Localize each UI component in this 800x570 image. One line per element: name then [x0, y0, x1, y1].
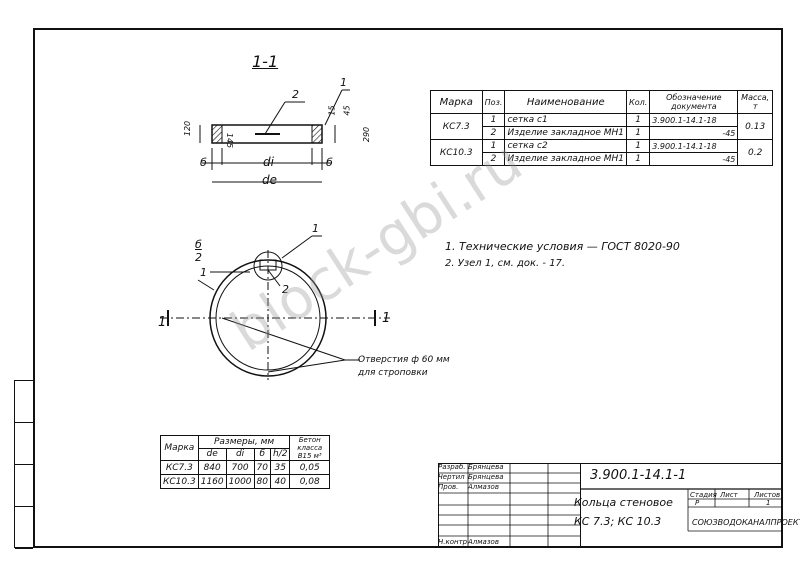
- title-block-grid: [438, 463, 783, 548]
- spec-table: Марка Поз. Наименование Кол. Обозначение…: [430, 90, 773, 166]
- size-table: Марка Размеры, мм Бетон класса В15 м³ de…: [160, 435, 330, 489]
- spec-doc: -45: [649, 126, 739, 140]
- spec-pos: 1: [481, 113, 506, 127]
- plan-fraction-num: б: [195, 238, 202, 251]
- sheet-label: Лист: [720, 491, 738, 499]
- spec-mass-2: 0.2: [737, 139, 773, 166]
- spec-qty: 1: [626, 126, 651, 140]
- size-sub-b: б: [253, 447, 271, 461]
- spec-pos: 2: [481, 126, 506, 140]
- dim-right-b: 45: [342, 105, 352, 116]
- tb-name: Алмазов: [468, 483, 499, 491]
- size-sub-de: de: [197, 447, 227, 461]
- stage-label: Стадия: [690, 491, 717, 499]
- dim-wall-right: б: [326, 156, 333, 169]
- spec-name: Изделие закладное МН1: [504, 152, 628, 166]
- size-cell-di: 700: [225, 460, 255, 475]
- title-line-2: КС 7.3; КС 10.3: [574, 515, 662, 528]
- note-2: 2. Узел 1, см. док. - 17.: [445, 258, 566, 269]
- spec-doc: 3.900.1-14.1-18: [649, 139, 739, 153]
- size-cell-concrete: 0,05: [289, 460, 330, 475]
- title-line-1: Кольца стеновое: [574, 496, 673, 509]
- plan-fraction-den: 2: [195, 251, 202, 264]
- plan-callout-top: 1: [312, 222, 319, 235]
- spec-header-pos: Поз.: [481, 90, 506, 114]
- size-header-sizes: Размеры, мм: [197, 435, 291, 449]
- tb-name: Брянцева: [468, 473, 504, 481]
- tb-role: Пров.: [438, 483, 459, 491]
- size-cell-h: 40: [269, 474, 291, 489]
- size-header-mark: Марка: [160, 435, 199, 461]
- spec-qty: 1: [626, 113, 651, 127]
- spec-header-qty: Кол.: [626, 90, 651, 114]
- plan-callout-left: 1: [200, 266, 207, 279]
- spec-mark-2: КС10.3: [430, 139, 483, 166]
- size-cell-de: 840: [197, 460, 227, 475]
- spec-name: сетка с1: [504, 113, 628, 127]
- plan-section-right: 1: [382, 311, 391, 326]
- spec-qty: 1: [626, 139, 651, 153]
- dim-left-height: 120: [183, 120, 193, 137]
- tb-role: Разраб.: [438, 463, 466, 471]
- size-cell-mark: КС10.3: [160, 474, 199, 489]
- spec-pos: 2: [481, 152, 506, 166]
- spec-qty: 1: [626, 152, 651, 166]
- size-sub-di: di: [225, 447, 255, 461]
- plan-drawing: [160, 235, 390, 380]
- dim-hole: 145: [225, 132, 235, 149]
- dim-outer: de: [262, 173, 277, 187]
- spec-doc: -45: [649, 152, 739, 166]
- tb-name: Алмазов: [468, 538, 499, 546]
- spec-mark-1: КС7.3: [430, 113, 483, 140]
- plan-callout-center: 2: [282, 283, 289, 296]
- size-cell-mark: КС7.3: [160, 460, 199, 475]
- table-row: КС10.3 1160 1000 80 40 0,08: [160, 474, 330, 489]
- plan-section-left: 1: [158, 315, 167, 330]
- note-1: 1. Технические условия — ГОСТ 8020-90: [445, 240, 680, 253]
- spec-name: Изделие закладное МН1: [504, 126, 628, 140]
- tb-role: Н.контр.: [438, 538, 470, 546]
- spec-pos: 1: [481, 139, 506, 153]
- section-drawing: [199, 89, 350, 183]
- organization: СОЮЗВОДОКАНАЛПРОЕКТ: [692, 518, 800, 527]
- doc-number: 3.900.1-14.1-1: [590, 468, 687, 483]
- title-block: [438, 463, 783, 548]
- table-row: КС7.3 840 700 70 35 0,05: [160, 460, 330, 475]
- tb-name: Брянцева: [468, 463, 504, 471]
- spec-header-mass: Масса, т: [737, 90, 773, 114]
- size-cell-de: 1160: [197, 474, 227, 489]
- dim-right-a: 15: [327, 105, 337, 116]
- spec-header-mark: Марка: [430, 90, 483, 114]
- size-sub-h: h/2: [269, 447, 291, 461]
- spec-header-doc: Обозначение документа: [649, 90, 739, 114]
- hole-note-1: Отверстия ф 60 мм: [358, 355, 450, 365]
- section-callout-1: 1: [340, 76, 347, 89]
- section-title: 1-1: [252, 52, 279, 71]
- spec-header-name: Наименование: [504, 90, 628, 114]
- size-cell-di: 1000: [225, 474, 255, 489]
- section-callout-2: 2: [292, 88, 299, 101]
- dim-inner: di: [263, 155, 274, 169]
- size-cell-b: 80: [253, 474, 271, 489]
- spec-doc: 3.900.1-14.1-18: [649, 113, 739, 127]
- tb-role: Чертил: [438, 473, 465, 481]
- size-cell-b: 70: [253, 460, 271, 475]
- drawing-frame: [33, 28, 783, 548]
- dim-wall-left: б: [200, 156, 207, 169]
- size-cell-h: 35: [269, 460, 291, 475]
- stage-value: Р: [695, 499, 700, 507]
- hole-note-2: для строповки: [358, 368, 428, 378]
- dim-right-height: 290: [362, 126, 372, 143]
- size-cell-concrete: 0,08: [289, 474, 330, 489]
- sheets-value: 1: [766, 499, 771, 507]
- sheets-label: Листов: [754, 491, 781, 499]
- side-strip: [14, 380, 33, 549]
- spec-name: сетка с2: [504, 139, 628, 153]
- size-header-concrete: Бетон класса В15 м³: [289, 435, 330, 461]
- spec-mass-1: 0.13: [737, 113, 773, 140]
